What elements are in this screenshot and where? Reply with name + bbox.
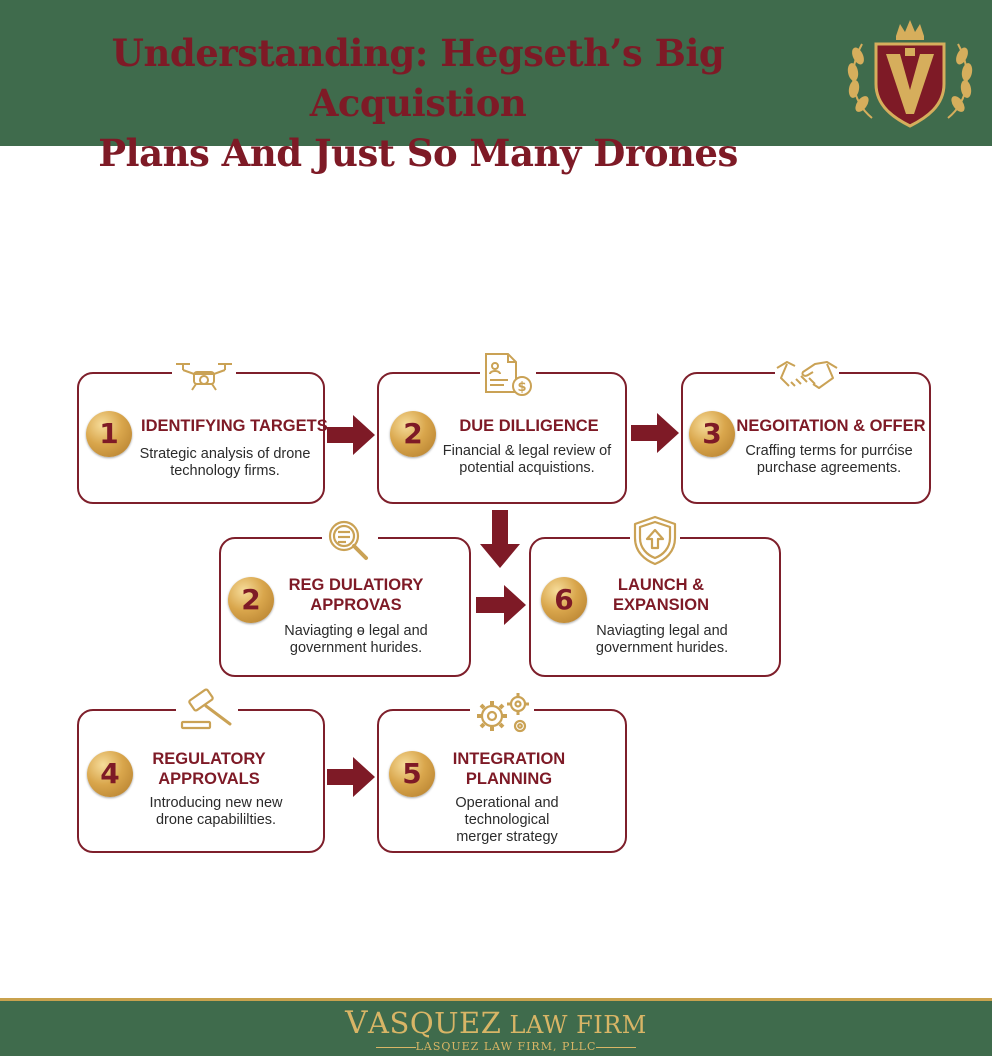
gavel-icon [176,688,238,732]
step-card-negotiation-offer: 3 NEGOITATION & OFFER Craffing terms for… [681,372,931,504]
title-line-2: Plans And Just So Many Drones [98,131,738,175]
firm-name: VASQUEZ LAW FIRM [0,1007,992,1041]
gears-icon [470,690,534,736]
step-title-line-1: REGULATORY [152,750,266,768]
step-description: Strategic analysis of drone technology f… [139,446,311,479]
step-title-line-2: APPROVAS [310,596,402,614]
firm-name-initial: V [345,1005,369,1041]
step-card-regulatory-approvals: 4 REGULATORY APPROVALS Introducing new n… [77,709,325,853]
step-title: NEGOITATION & OFFER [736,417,926,435]
divider-right [596,1047,636,1048]
header-banner: Understanding: Hegseth’s Big Acquistion … [0,0,992,175]
footer-banner: VASQUEZ LAW FIRM LASQUEZ LAW FIRM, PLLC [0,998,992,1056]
firm-subtitle: LASQUEZ LAW FIRM, PLLC [415,1040,597,1053]
step-title: DUE DILLIGENCE [459,417,599,435]
step-description: Introducing new new drone capabililties. [149,795,283,828]
step-description: Financial & legal review of potential ac… [442,443,612,476]
step-number-badge: 4 [87,751,133,797]
step-card-identifying-targets: 1 IDENTIFYING TARGETS Strategic analysis… [77,372,328,504]
step-number-badge: 5 [389,751,435,797]
firm-name-suffix: LAW FIRM [501,1011,647,1039]
step-number-badge: 6 [541,577,587,623]
step-description: Naviagting legal and government hurides. [595,623,729,656]
shield-arrow-icon [630,514,680,566]
step-description: Naviagting ɵ legal and government huride… [284,623,428,656]
svg-text:$: $ [517,380,526,395]
arrow-right-4-to-5 [327,757,375,797]
step-title-line-2: APPROVALS [158,770,260,788]
arrow-down-2-to-6 [480,510,520,568]
document-dollar-icon: $ [480,352,536,398]
firm-name-rest: ASQUEZ [368,1006,502,1040]
firm-subtitle-wrap: LASQUEZ LAW FIRM, PLLC [376,1040,636,1054]
step-number-badge: 2 [390,411,436,457]
step-description: Craffing terms for purrćise purchase ag… [745,443,913,476]
step-title-line-1: INTEGRATION [452,750,566,768]
step-title-line-2: PLANNING [465,770,553,788]
arrow-right-regulatory-to-6 [476,585,526,625]
step-description: Operational and technological merger str… [455,795,559,845]
step-number-badge: 1 [86,411,132,457]
divider-left [376,1047,416,1048]
step-title: IDENTIFYING TARGETS [141,417,328,435]
page-title: Understanding: Hegseth’s Big Acquistion … [0,28,836,178]
magnifier-icon [322,516,378,564]
firm-crest-logo [847,20,973,128]
handshake-icon [775,356,839,394]
title-line-1: Understanding: Hegseth’s Big Acquistion [111,31,725,125]
step-number-badge: 3 [689,411,735,457]
step-title-line-1: REG DULATIORY [288,576,424,594]
step-title-line-2: EXPANSION [613,596,709,614]
arrow-right-1-to-2 [327,415,375,455]
step-title-line-1: LAUNCH & [617,576,705,594]
arrow-right-2-to-3 [631,413,679,453]
drone-icon [172,358,236,394]
step-number-badge: 2 [228,577,274,623]
